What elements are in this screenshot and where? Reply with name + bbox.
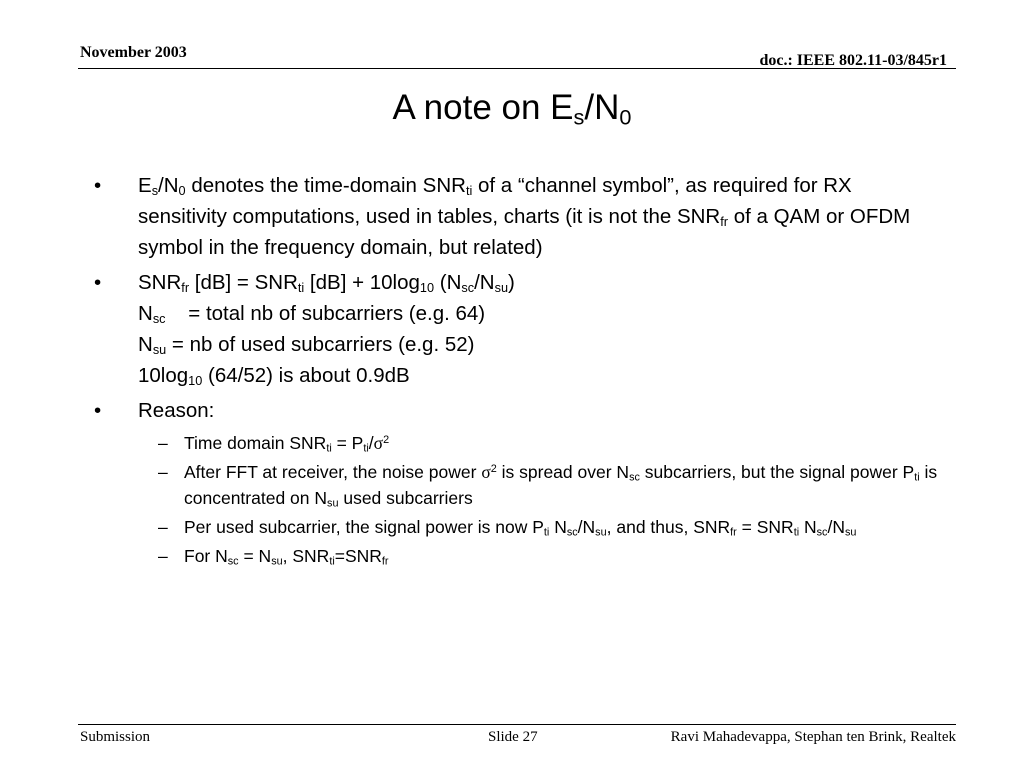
sub-bullet-marker: – [158,462,168,482]
header-rule [78,68,956,69]
sub-bullet-marker: – [158,433,168,453]
formula-line: SNRfr [dB] = SNRti [dB] + 10log10 (Nsc/N… [138,271,515,296]
nsu-definition-line: Nsu = nb of used subcarriers (e.g. 52) [138,333,475,358]
header-doc-id: doc.: IEEE 802.11-03/845r1 [759,52,947,69]
slide-body: • Es/N0 denotes the time-domain SNRti of… [94,170,944,572]
sub-bullet-after-fft: – After FFT at receiver, the noise power… [94,459,944,511]
log-result-line: 10log10 (64/52) is about 0.9dB [138,364,410,389]
slide-title: A note on Es/N0 [392,88,632,130]
nsc-definition-line: Nsc = total nb of subcarriers (e.g. 64) [138,302,486,327]
header-date: November 2003 [80,44,187,61]
bullet-es-n0-definition: • Es/N0 denotes the time-domain SNRti of… [94,170,944,263]
bullet-reason: • Reason: [94,395,944,426]
sub-bullet-marker: – [158,517,168,537]
sub-bullet-per-used-subcarrier: – Per used subcarrier, the signal power … [94,514,944,540]
footer-rule [78,724,956,725]
footer-slide-number: Slide 27 [488,729,538,745]
bullet-marker: • [94,174,102,197]
bullet-snr-formula: • SNRfr [dB] = SNRti [dB] + 10log10 (Nsc… [94,267,944,391]
footer-submission: Submission [80,729,151,745]
bullet-marker: • [94,271,102,294]
footer-authors: Ravi Mahadevappa, Stephan ten Brink, Rea… [670,729,956,745]
sub-bullet-marker: – [158,546,168,566]
sub-bullet-equal-subcarriers: – For Nsc = Nsu, SNRti=SNRfr [94,543,944,569]
bullet-marker: • [94,399,102,422]
sub-bullet-time-domain-snr: – Time domain SNRti = Pti/σ2 [94,430,944,456]
